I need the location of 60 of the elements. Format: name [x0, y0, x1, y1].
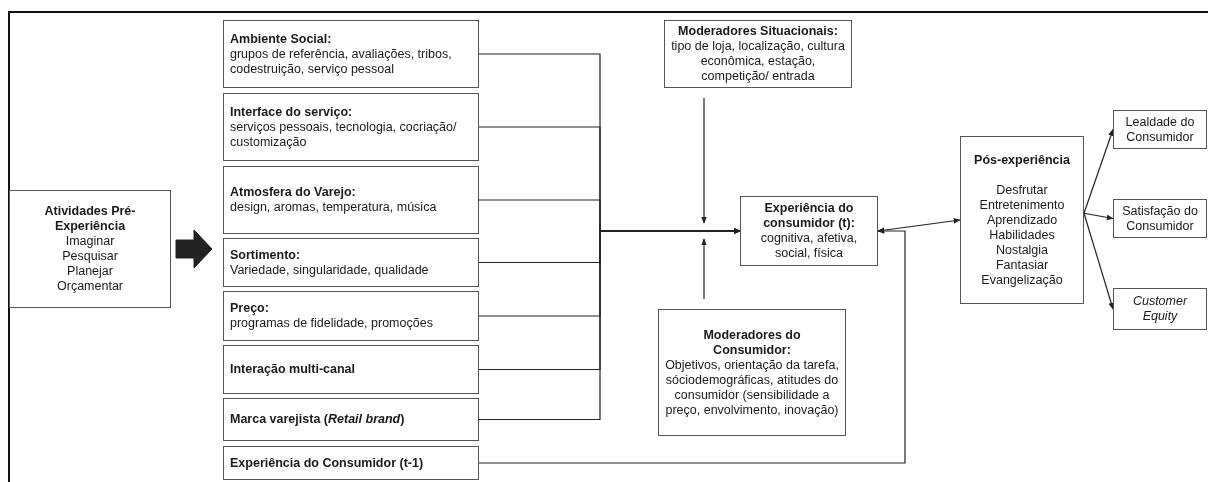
arrow [1083, 212, 1114, 221]
factor-box [223, 398, 479, 441]
box-text: design, aromas, temperatura, música [230, 200, 438, 215]
box-text: programas de fidelidade, promoções [230, 316, 434, 331]
factor-box [223, 20, 479, 88]
arrow [877, 218, 961, 233]
list-item: Aprendizado [985, 212, 1059, 228]
list-item: Entretenimento [978, 197, 1066, 213]
arrow [1083, 212, 1114, 310]
result-box [1113, 199, 1207, 238]
process-box [9, 190, 171, 308]
factor-box [223, 93, 479, 161]
result-box [1113, 288, 1207, 330]
factor-box [223, 345, 479, 394]
arrow [1083, 128, 1114, 214]
box-text: Objetivos, orientação da tarefa, sóciodemográficas, atitudes do consumidor (sensibilidade a preço, envolvimento, inovação) [665, 357, 839, 418]
box-heading: Interação multi-canal [230, 362, 357, 377]
list-item: Desfrutar [995, 182, 1049, 198]
list-item: Evangelização [980, 272, 1064, 288]
arrow [701, 97, 707, 224]
box-heading: Moderadores Situacionais: [677, 24, 839, 39]
box-text: Satisfação do Consumidor [1121, 203, 1199, 234]
box-heading: Atividades Pré-Experiência [43, 204, 137, 234]
arrow [701, 238, 707, 300]
box-heading: Preço: [230, 301, 270, 316]
moderator-box [664, 20, 852, 88]
box-heading: Experiência do consumidor (t): [762, 201, 856, 231]
box-text: cognitiva, afetiva, social, física [759, 231, 859, 261]
list-item: Imaginar [64, 234, 116, 249]
arrow [478, 228, 741, 421]
factor-box [223, 291, 479, 341]
list-item: Planejar [66, 264, 114, 279]
box-heading: Experiência do Consumidor (t-1) [230, 455, 425, 471]
box-heading: Ambiente Social: [230, 31, 333, 47]
box-heading: Atmosfera do Varejo: [230, 185, 357, 200]
list-item: Fantasiar [994, 257, 1050, 273]
box-heading: Pós-experiência [973, 152, 1071, 168]
box-text: tipo de loja, localização, cultura econômica, estação, competição/ entrada [671, 39, 845, 84]
box-heading: Moderadores do Consumidor: [702, 327, 802, 358]
box-text: Lealdade do Consumidor [1124, 114, 1196, 145]
factor-box [223, 166, 479, 234]
box-text: Customer Equity [1131, 294, 1189, 324]
box-heading: Sortimento: [230, 247, 302, 263]
box-heading: Interface do serviço: [230, 104, 354, 120]
central-box [740, 196, 878, 266]
factor-box [223, 238, 479, 287]
factor-box [223, 446, 479, 480]
moderator-box [658, 309, 846, 436]
list-item: Nostalgia [994, 242, 1050, 258]
outcome-box [960, 136, 1084, 304]
list-item: Pesquisar [61, 249, 119, 264]
box-text: serviços pessoais, tecnologia, cocriação/ customização [230, 119, 458, 150]
block-arrow [175, 229, 213, 269]
box-heading: Marca varejista (Retail brand) [230, 412, 406, 427]
box-text: grupos de referência, avaliações, tribos, codestruição, serviço pessoal [230, 46, 453, 77]
arrow [478, 228, 906, 464]
list-item: Habilidades [988, 227, 1056, 243]
result-box [1113, 110, 1207, 149]
list-item: Orçamentar [56, 279, 124, 294]
box-text: Variedade, singularidade, qualidade [230, 262, 430, 278]
